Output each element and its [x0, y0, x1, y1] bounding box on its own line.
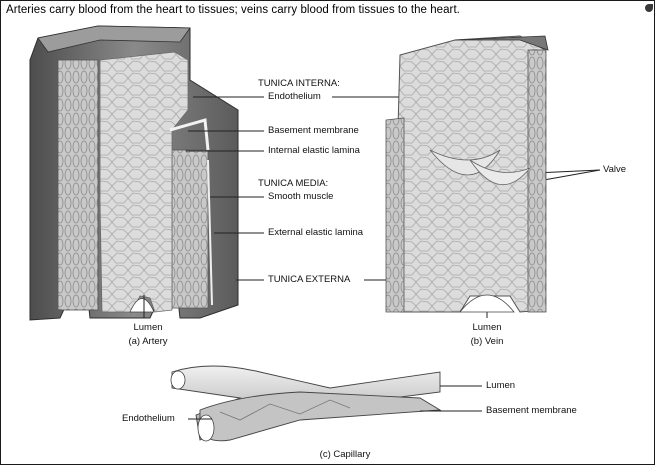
label-external-elastic-lamina: External elastic lamina: [268, 227, 363, 238]
label-internal-elastic-lamina: Internal elastic lamina: [268, 145, 360, 156]
label-capillary-lumen: Lumen: [486, 380, 515, 391]
label-artery-lumen: Lumen: [133, 322, 162, 333]
label-artery-title: (a) Artery: [128, 336, 167, 347]
label-capillary-title: (c) Capillary: [320, 449, 371, 460]
vein-drawing: [386, 36, 548, 312]
capillary-drawing: [171, 366, 440, 441]
label-tunica-interna: TUNICA INTERNA:: [258, 78, 340, 89]
artery-drawing: [30, 26, 238, 320]
label-tunica-media: TUNICA MEDIA:: [258, 178, 328, 189]
label-smooth-muscle: Smooth muscle: [268, 191, 333, 202]
label-capillary-basement-membrane: Basement membrane: [486, 405, 577, 416]
label-endothelium-artery: Endothelium: [268, 91, 321, 102]
label-valve: Valve: [603, 164, 626, 175]
label-tunica-externa: TUNICA EXTERNA: [268, 274, 350, 285]
label-vein-lumen: Lumen: [472, 322, 501, 333]
label-basement-membrane-artery: Basement membrane: [268, 125, 359, 136]
label-vein-title: (b) Vein: [471, 336, 504, 347]
label-capillary-endothelium: Endothelium: [122, 413, 175, 424]
